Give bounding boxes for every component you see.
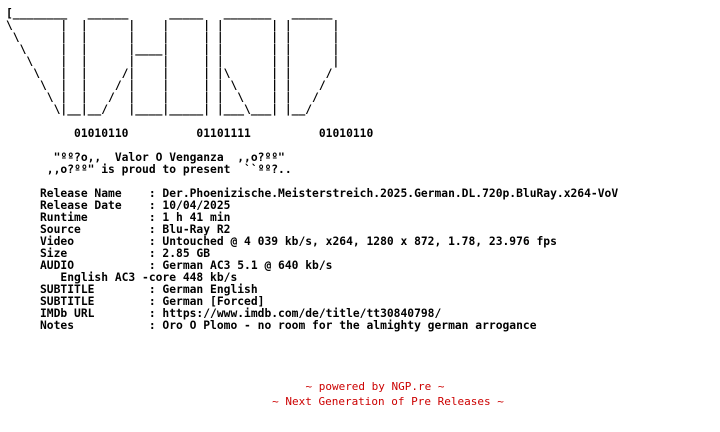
footer-powered-by: ~ powered by NGP.re ~ [305,380,445,393]
footer-tagline: ~ Next Generation of Pre Releases ~ [272,395,504,408]
nfo-text: [________ ______ _____ _______ ______ \ … [6,7,619,332]
